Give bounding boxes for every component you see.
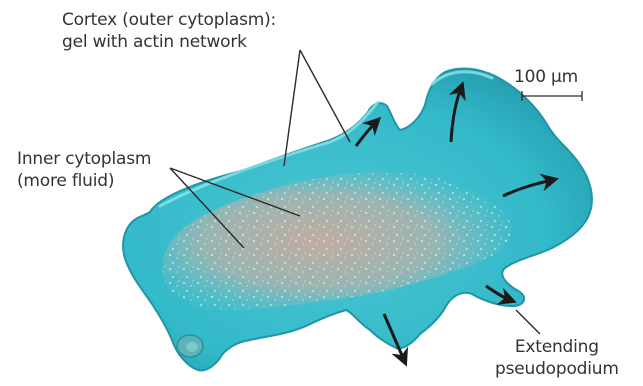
pseudopodium-label-line2: pseudopodium	[495, 358, 619, 380]
inner-label-line1: Inner cytoplasm	[17, 148, 151, 170]
pseudopodium-leader-line	[516, 310, 540, 334]
inner-label-line2: (more fluid)	[17, 170, 151, 192]
vacuole-inner	[186, 342, 198, 352]
pseudopodium-label: Extending pseudopodium	[495, 336, 619, 380]
cortex-leader-line	[284, 50, 300, 166]
cortex-label-line2: gel with actin network	[62, 31, 276, 53]
scale-bar-label: 100 μm	[514, 66, 578, 88]
cortex-label: Cortex (outer cytoplasm): gel with actin…	[62, 9, 276, 53]
cortex-leader-line	[300, 50, 350, 142]
cortex-label-line1: Cortex (outer cytoplasm):	[62, 9, 276, 31]
pseudopodium-label-line1: Extending	[495, 336, 619, 358]
inner-cytoplasm-label: Inner cytoplasm (more fluid)	[17, 148, 151, 192]
